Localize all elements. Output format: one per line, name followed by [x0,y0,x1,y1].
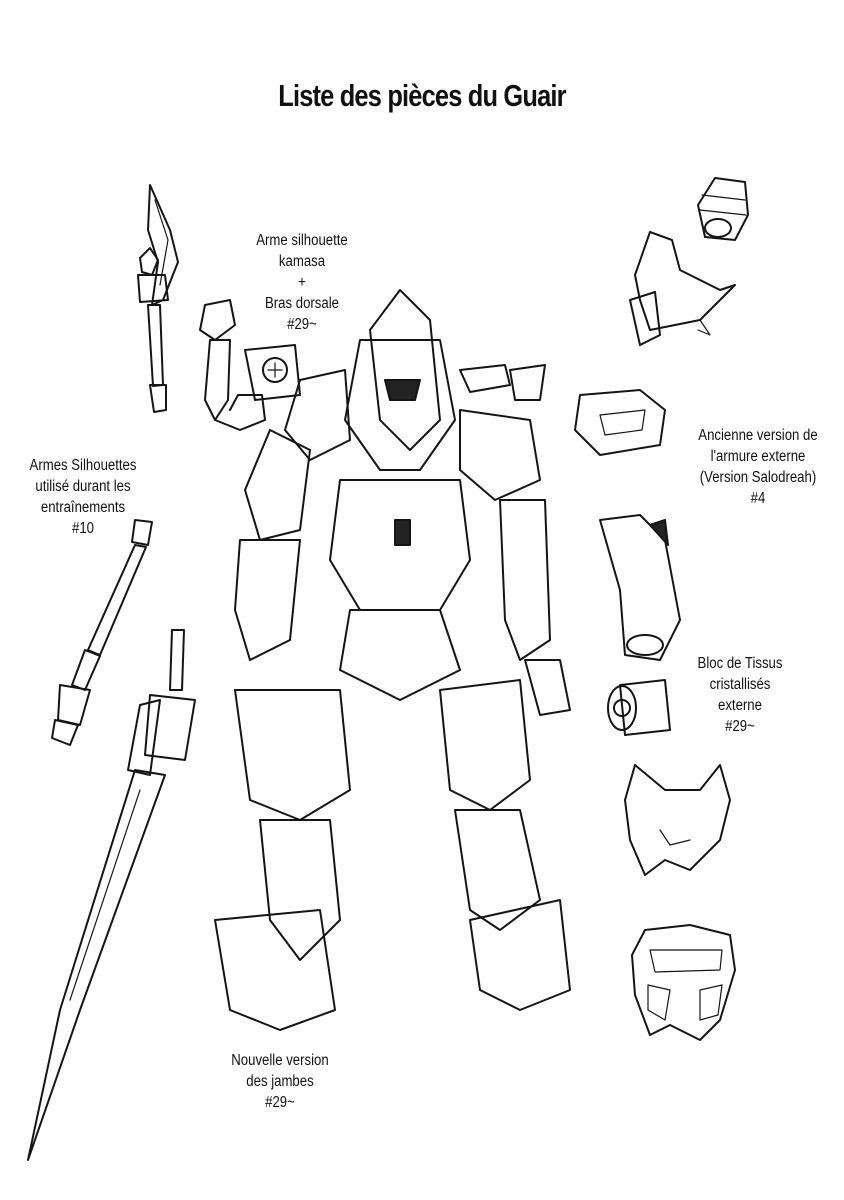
mecha-robot-icon [214,289,571,1031]
label-crystal-block: Bloc de Tissus cristallisés externe #29~ [681,653,800,737]
back-arm-icon [199,299,301,431]
label-new-legs: Nouvelle version des jambes #29~ [212,1050,348,1113]
chest-plate-icon [574,389,666,456]
label-kamasa-back-arm: Arme silhouette kamasa + Bras dorsale #2… [226,230,379,335]
page-title: Liste des pièces du Guair [278,78,566,113]
label-line: + [298,274,306,291]
label-line: utilisé durant les [35,478,131,495]
label-line: #4 [750,490,766,507]
label-line: #29~ [725,718,755,735]
knee-plate-upper-icon [624,764,731,876]
label-line: #29~ [287,316,317,333]
label-line: kamasa [278,253,326,270]
label-line: des jambes [246,1073,314,1090]
label-line: entraînements [40,499,126,516]
knee-plate-lower-icon [631,924,736,1041]
label-line: #10 [72,520,94,537]
great-sword-icon [27,629,196,1161]
training-sword-icon [51,519,153,746]
label-line: Arme silhouette [256,232,348,249]
label-line: Nouvelle version [231,1052,329,1069]
label-line: (Version Salodreah) [699,469,817,486]
label-line: #29~ [265,1094,295,1111]
label-line: Armes Silhouettes [29,457,137,474]
label-training-weapons: Armes Silhouettes utilisé durant les ent… [12,455,153,539]
halberd-icon [137,184,179,413]
label-line: Bras dorsale [265,295,339,312]
crystal-block-icon [607,679,671,736]
label-old-armor: Ancienne version de l'armure externe (Ve… [682,425,835,509]
arm-guard-icon [599,514,681,661]
label-line: Ancienne version de [698,427,818,444]
label-line: l'armure externe [710,448,806,465]
shoulder-armor-icon [629,231,736,346]
label-line: Bloc de Tissus [697,655,783,672]
small-armor-parts-icon [459,364,546,401]
label-line: cristallisés [709,676,771,693]
cylinder-part-icon [697,177,749,241]
label-line: externe [718,697,762,714]
